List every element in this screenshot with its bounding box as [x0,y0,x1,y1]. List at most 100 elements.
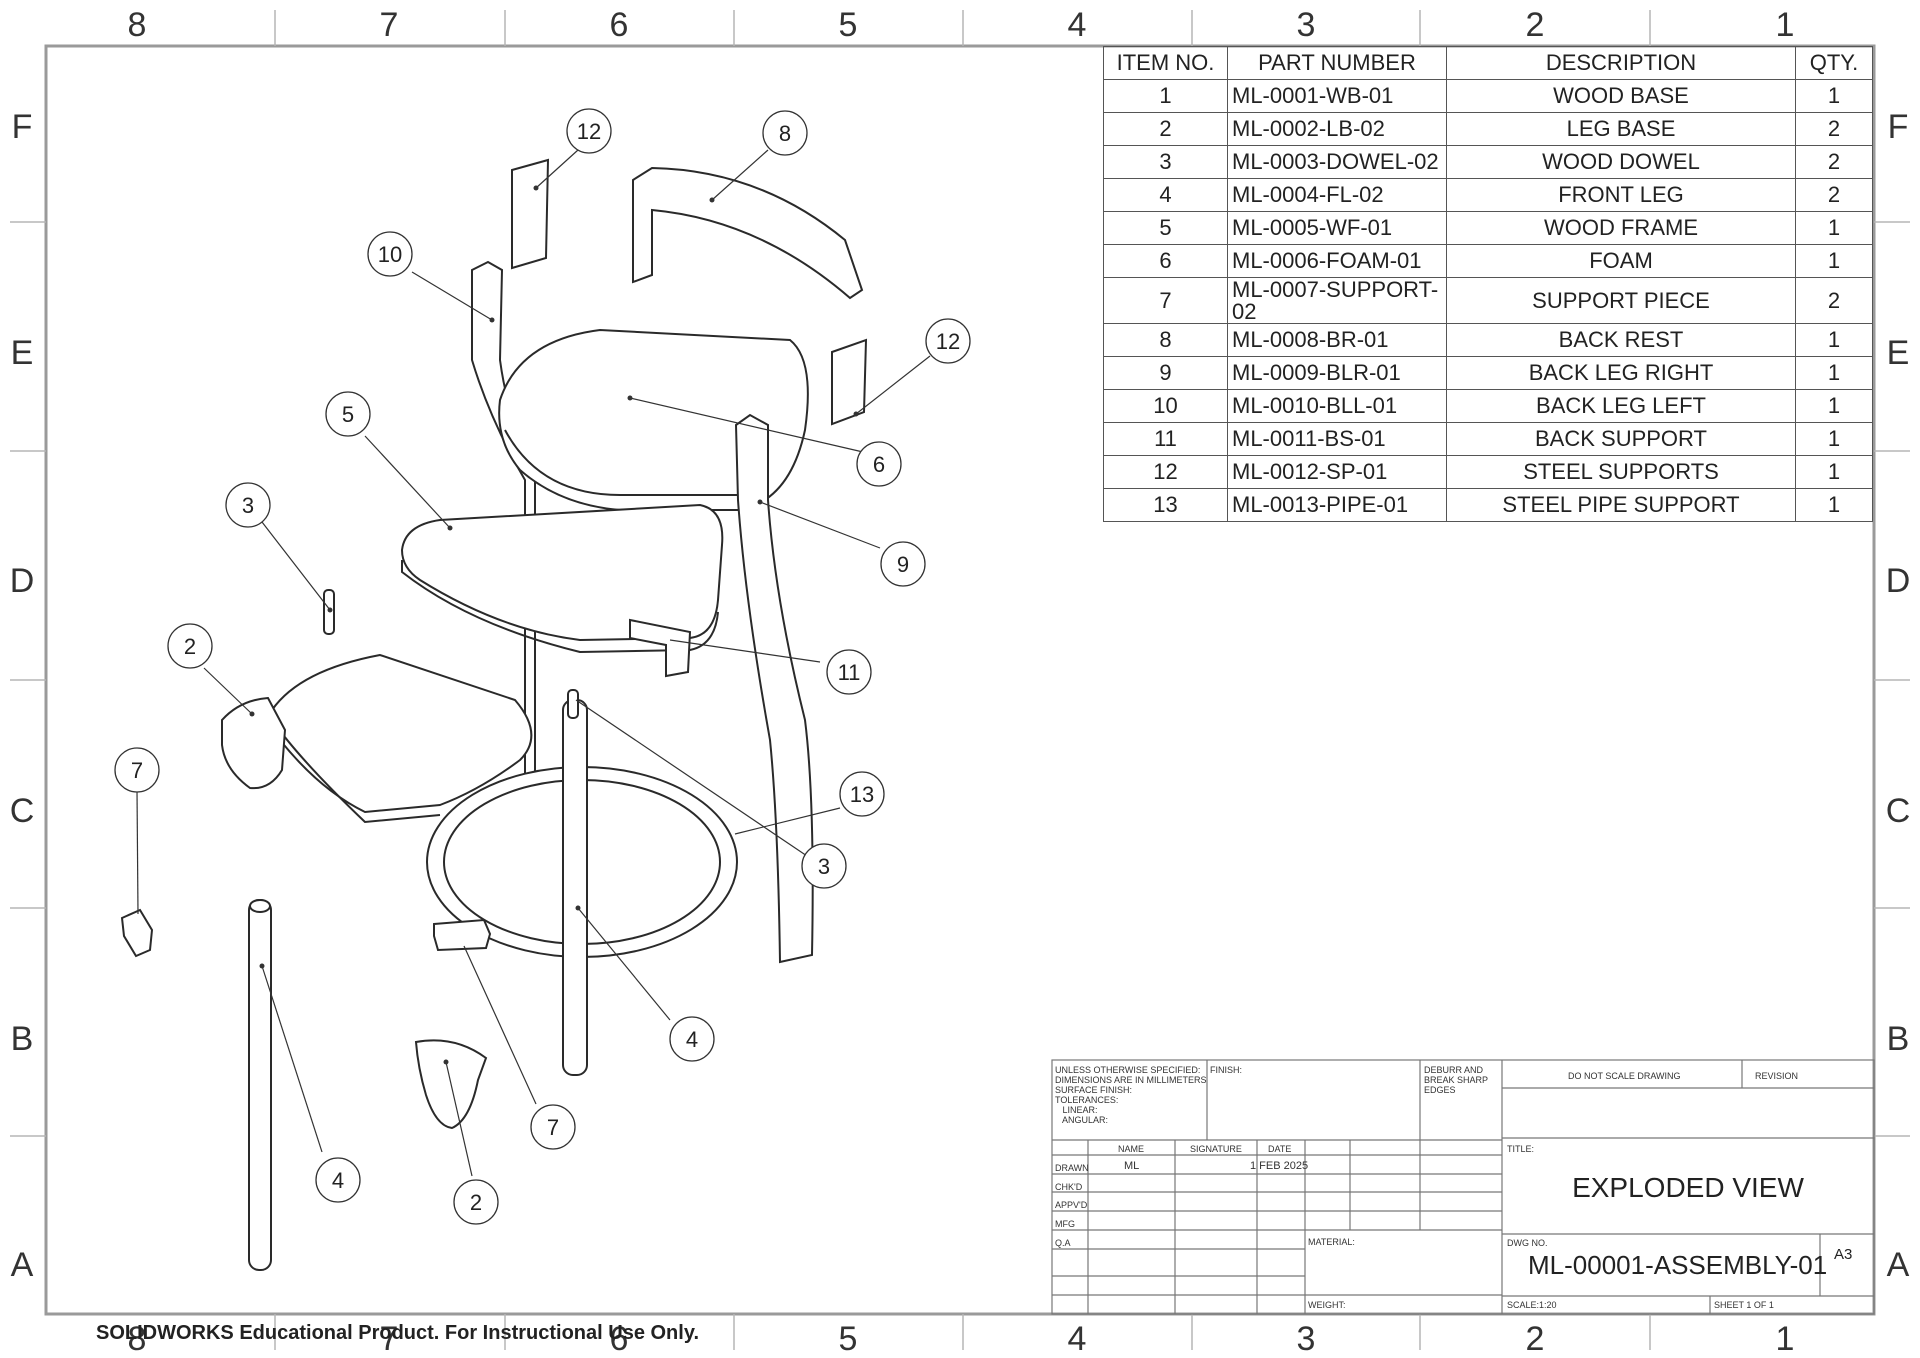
role-drawn: DRAWN [1055,1163,1089,1173]
steel-support-plate-lower [831,338,868,426]
balloon-label: 10 [378,242,402,267]
drawing-title: EXPLODED VIEW [1572,1172,1804,1203]
back-leg-right [734,413,814,964]
zone-col-label: 2 [1526,6,1545,44]
zone-col-label: 7 [380,6,399,44]
back-leg-left [471,260,536,807]
bom-header: QTY. [1795,46,1873,80]
bom-item: 3 [1103,145,1228,179]
bom-part-number: ML-0007-SUPPORT-02 [1227,277,1447,324]
bom-qty: 1 [1795,488,1873,522]
zone-row-label: C [10,792,35,830]
balloon-label: 5 [342,402,354,427]
educational-watermark: SOLIDWORKS Educational Product. For Inst… [96,1322,700,1344]
bom-item: 7 [1103,277,1228,324]
bom-description: WOOD DOWEL [1446,145,1796,179]
zone-row-label: E [11,334,34,372]
zone-row-label: E [1887,334,1910,372]
zone-labels: 8 7 6 5 4 3 2 1 8 7 6 5 4 3 2 1 F E D C … [10,6,1911,1358]
bom-part-number: ML-0011-BS-01 [1227,422,1447,456]
balloon-label: 2 [184,634,196,659]
zone-col-label: 6 [610,1320,629,1358]
bom-item: 4 [1103,178,1228,212]
material-label: MATERIAL: [1308,1237,1355,1247]
name-column-header: NAME [1118,1144,1145,1154]
tolerance-note: UNLESS OTHERWISE SPECIFIED: DIMENSIONS A… [1055,1065,1207,1125]
sheet-number: SHEET 1 OF 1 [1714,1300,1774,1310]
bom-part-number: ML-0012-SP-01 [1227,455,1447,489]
bom-item: 1 [1103,79,1228,113]
bom-description: BACK SUPPORT [1446,422,1796,456]
bom-item: 13 [1103,488,1228,522]
do-not-scale-label: DO NOT SCALE DRAWING [1568,1071,1681,1081]
sheet-size: A3 [1834,1246,1853,1263]
zone-ticks [10,10,1910,1350]
wood-base [270,653,533,814]
wood-frame-edge [401,560,719,654]
role-qa: Q.A [1055,1238,1071,1248]
bom-header: PART NUMBER [1227,46,1447,80]
bom-description: BACK REST [1446,323,1796,357]
bom-qty: 2 [1795,145,1873,179]
bom-qty: 1 [1795,323,1873,357]
bom-part-number: ML-0004-FL-02 [1227,178,1447,212]
zone-row-label: A [11,1246,34,1284]
balloon-label: 4 [686,1027,698,1052]
role-mfg: MFG [1055,1219,1075,1229]
zone-row-label: D [10,562,35,600]
zone-row-label: A [1887,1246,1910,1284]
bom-description: WOOD FRAME [1446,211,1796,245]
zone-col-label: 4 [1068,6,1087,44]
balloon-label: 6 [873,452,885,477]
drawn-name: ML [1124,1160,1140,1172]
title-label: TITLE: [1507,1144,1535,1154]
bom-part-number: ML-0006-FOAM-01 [1227,244,1447,278]
balloon-label: 8 [779,121,791,146]
bom-part-number: ML-0001-WB-01 [1227,79,1447,113]
bom-part-number: ML-0003-DOWEL-02 [1227,145,1447,179]
bom-qty: 1 [1795,356,1873,390]
balloon-label: 13 [850,782,874,807]
bom-item: 9 [1103,356,1228,390]
zone-col-label: 4 [1068,1320,1087,1358]
zone-col-label: 5 [839,1320,858,1358]
bom-header: ITEM NO. [1103,46,1228,80]
zone-row-label: F [12,108,33,146]
front-leg-left [248,899,272,1271]
balloon-label: 4 [332,1168,344,1193]
bom-part-number: ML-0009-BLR-01 [1227,356,1447,390]
zone-row-label: F [1888,108,1909,146]
steel-support-plate-upper [511,158,550,270]
balloon-label: 9 [897,552,909,577]
bom-item: 5 [1103,211,1228,245]
exploded-view [120,158,868,1271]
bom-description: SUPPORT PIECE [1446,277,1796,324]
bom-item: 6 [1103,244,1228,278]
role-checked: CHK'D [1055,1182,1083,1192]
bom-description: STEEL PIPE SUPPORT [1446,488,1796,522]
bom-qty: 1 [1795,211,1873,245]
bom-description: FRONT LEG [1446,178,1796,212]
balloon-labels: 12 8 10 12 5 6 3 9 2 11 7 13 3 4 4 7 2 [131,119,960,1215]
bom-description: WOOD BASE [1446,79,1796,113]
wood-dowel-right [567,689,579,719]
balloon-label: 11 [838,660,861,685]
deburr-label: DEBURR AND BREAK SHARP EDGES [1424,1065,1489,1095]
bom-item: 11 [1103,422,1228,456]
front-leg-left-top [249,899,271,913]
support-piece-center [433,918,492,952]
zone-row-label: B [1887,1020,1910,1058]
zone-col-label: 1 [1776,1320,1795,1358]
title-block-grid [1051,1059,1875,1315]
